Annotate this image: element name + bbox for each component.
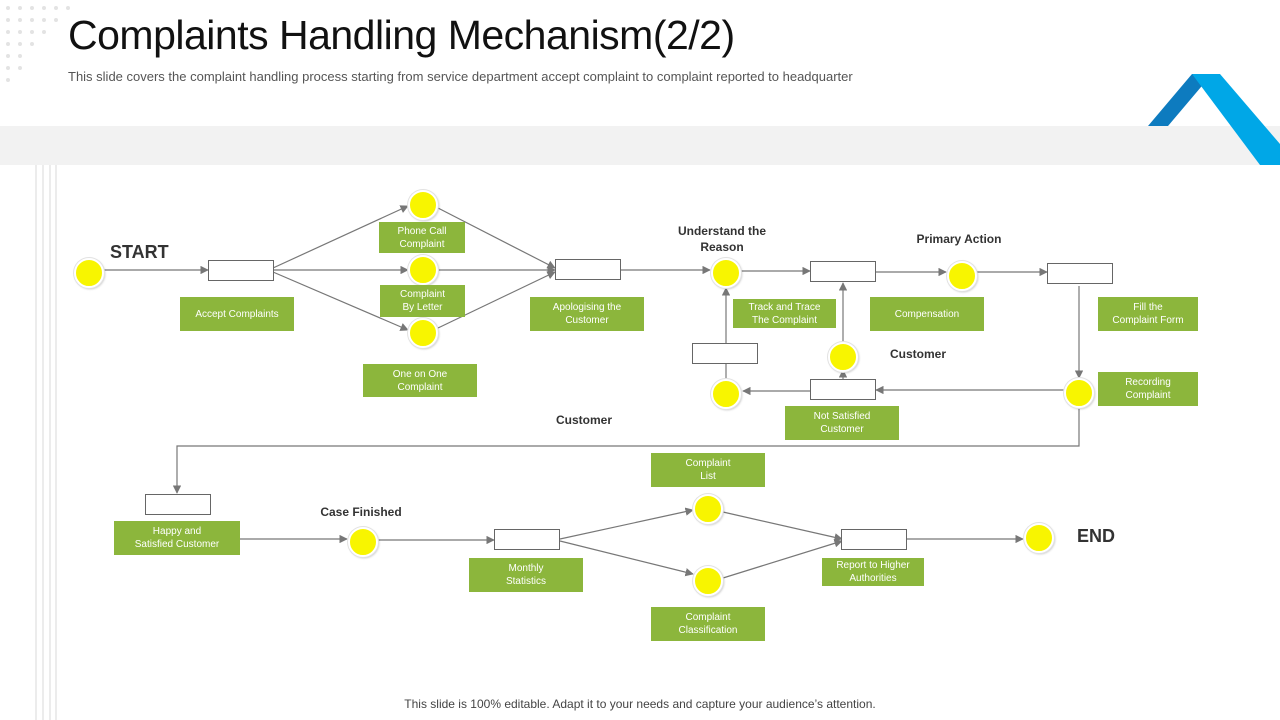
edge-accept-one <box>272 271 409 331</box>
corner-chevron-graphic <box>1148 74 1280 165</box>
step-box-track <box>810 261 876 282</box>
node-by-letter <box>408 255 438 285</box>
edge-list-report <box>722 511 843 542</box>
label-happy: Happy and Satisfied Customer <box>114 521 240 555</box>
step-box-monthly <box>494 529 560 550</box>
label-case-finished: Case Finished <box>320 505 402 519</box>
node-return <box>711 379 741 409</box>
edge-one-apolog <box>437 271 556 329</box>
label-phone-call: Phone Call Complaint <box>379 222 465 253</box>
label-understand-reason: Understand the Reason <box>677 224 766 254</box>
step-box-return <box>692 343 758 364</box>
edge-monthly-list <box>559 507 694 540</box>
node-classification <box>693 566 723 596</box>
label-report: Report to Higher Authorities <box>822 558 924 586</box>
edge-monthly-class <box>559 540 694 577</box>
step-box-accept <box>208 260 274 281</box>
decorative-vertical-lines <box>35 165 57 720</box>
edge-accept-phone <box>272 205 409 269</box>
node-complaint-list <box>693 494 723 524</box>
edge-recording-happy <box>172 405 1080 494</box>
node-primary-action <box>947 261 977 291</box>
node-end <box>1024 523 1054 553</box>
step-box-apologising <box>555 259 621 280</box>
node-case-finished <box>348 527 378 557</box>
page-subtitle: This slide covers the complaint handling… <box>68 69 853 84</box>
page-title: Complaints Handling Mechanism(2/2) <box>68 12 735 58</box>
step-box-happy <box>145 494 211 515</box>
footer-note: This slide is 100% editable. Adapt it to… <box>404 697 876 711</box>
label-customer-center: Customer <box>555 413 612 427</box>
label-primary-action: Primary Action <box>916 232 1002 246</box>
edge-class-report <box>722 539 843 579</box>
label-track-trace: Track and Trace The Complaint <box>733 299 836 328</box>
label-by-letter: Complaint By Letter <box>380 285 465 317</box>
label-monthly: Monthly Statistics <box>469 558 583 592</box>
label-not-satisfied: Not Satisfied Customer <box>785 406 899 440</box>
node-customer-right <box>828 342 858 372</box>
label-end: END <box>1077 526 1116 546</box>
step-box-report <box>841 529 907 550</box>
step-box-not-satisfied <box>810 379 876 400</box>
label-complaint-list: Complaint List <box>651 453 765 487</box>
label-customer-right: Customer <box>889 347 946 361</box>
node-recording <box>1064 378 1094 408</box>
node-start <box>74 258 104 288</box>
label-apologising: Apologising the Customer <box>530 297 644 331</box>
header-band <box>0 126 1280 165</box>
label-recording: Recording Complaint <box>1098 372 1198 406</box>
step-box-fill-form <box>1047 263 1113 284</box>
dot-pattern <box>6 6 70 82</box>
label-one-on-one: One on One Complaint <box>363 364 477 397</box>
label-start: START <box>110 242 169 262</box>
node-phone-call <box>408 190 438 220</box>
label-compensation: Compensation <box>870 297 984 331</box>
node-one-on-one <box>408 318 438 348</box>
label-classification: Complaint Classification <box>651 607 765 641</box>
label-accept: Accept Complaints <box>180 297 294 331</box>
edge-phone-apolog <box>437 207 556 269</box>
node-understand <box>711 258 741 288</box>
label-fill-form: Fill the Complaint Form <box>1098 297 1198 331</box>
